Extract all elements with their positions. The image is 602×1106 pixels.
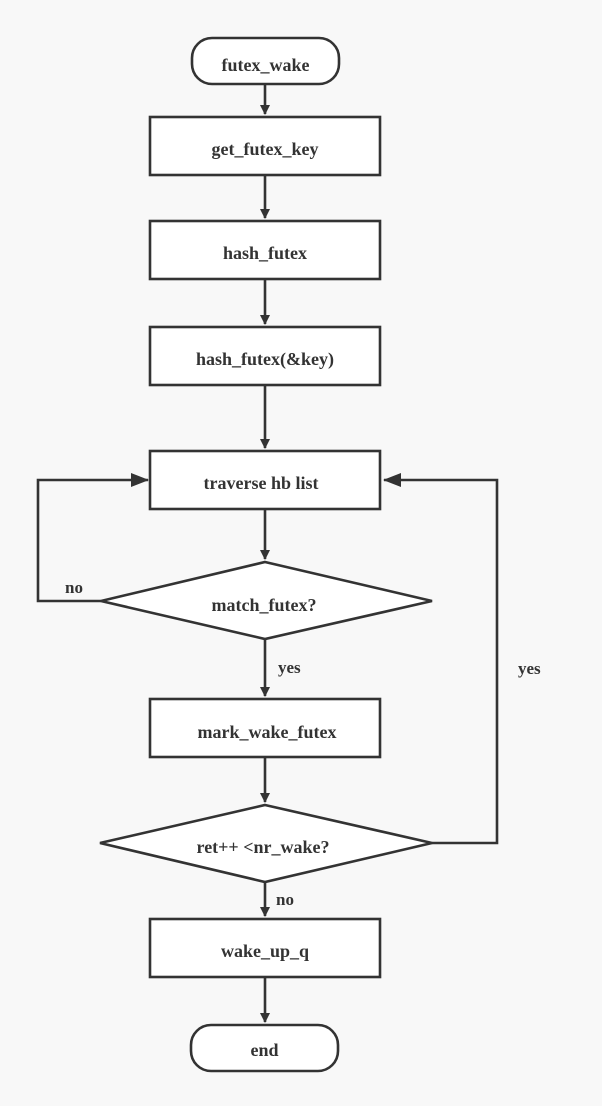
node-hash-futex-key: hash_futex(&key)	[148, 325, 382, 387]
node-traverse-hb-list: traverse hb list	[148, 449, 382, 511]
node-wake-up-q-label: wake_up_q	[221, 941, 309, 961]
node-get-futex-key-label: get_futex_key	[212, 139, 319, 159]
edge-check-yes-loop	[383, 473, 499, 845]
node-ret-check-label: ret++ <nr_wake?	[197, 837, 330, 857]
decision-shape	[99, 803, 433, 884]
node-get-futex-key: get_futex_key	[148, 115, 382, 177]
node-traverse-hb-list-label: traverse hb list	[204, 473, 319, 493]
node-mark-wake-futex-label: mark_wake_futex	[198, 722, 337, 742]
edges	[36, 85, 499, 1023]
process-shape	[148, 219, 382, 281]
node-end: end	[189, 1023, 340, 1073]
process-shape	[148, 325, 382, 387]
edge-label-check-yes: yes	[518, 659, 541, 678]
node-end-label: end	[250, 1040, 278, 1060]
node-hash-futex-key-label: hash_futex(&key)	[196, 349, 334, 370]
process-shape	[148, 917, 382, 979]
process-shape	[148, 449, 382, 511]
process-shape	[148, 115, 382, 177]
edge-label-match-no: no	[65, 578, 83, 597]
edge-label-match-yes: yes	[278, 658, 301, 677]
node-start: futex_wake	[190, 36, 341, 86]
node-hash-futex-label: hash_futex	[223, 243, 307, 263]
node-start-label: futex_wake	[222, 55, 310, 75]
node-match-futex: match_futex?	[100, 560, 433, 641]
decision-shape	[100, 560, 433, 641]
terminal-shape	[190, 36, 341, 86]
node-mark-wake-futex: mark_wake_futex	[148, 697, 382, 759]
terminal-shape	[189, 1023, 340, 1073]
edge-label-check-no: no	[276, 890, 294, 909]
edge-match-no-loop	[36, 473, 149, 603]
process-shape	[148, 697, 382, 759]
node-match-futex-label: match_futex?	[212, 595, 317, 615]
node-ret-check: ret++ <nr_wake?	[99, 803, 433, 884]
node-hash-futex: hash_futex	[148, 219, 382, 281]
node-wake-up-q: wake_up_q	[148, 917, 382, 979]
